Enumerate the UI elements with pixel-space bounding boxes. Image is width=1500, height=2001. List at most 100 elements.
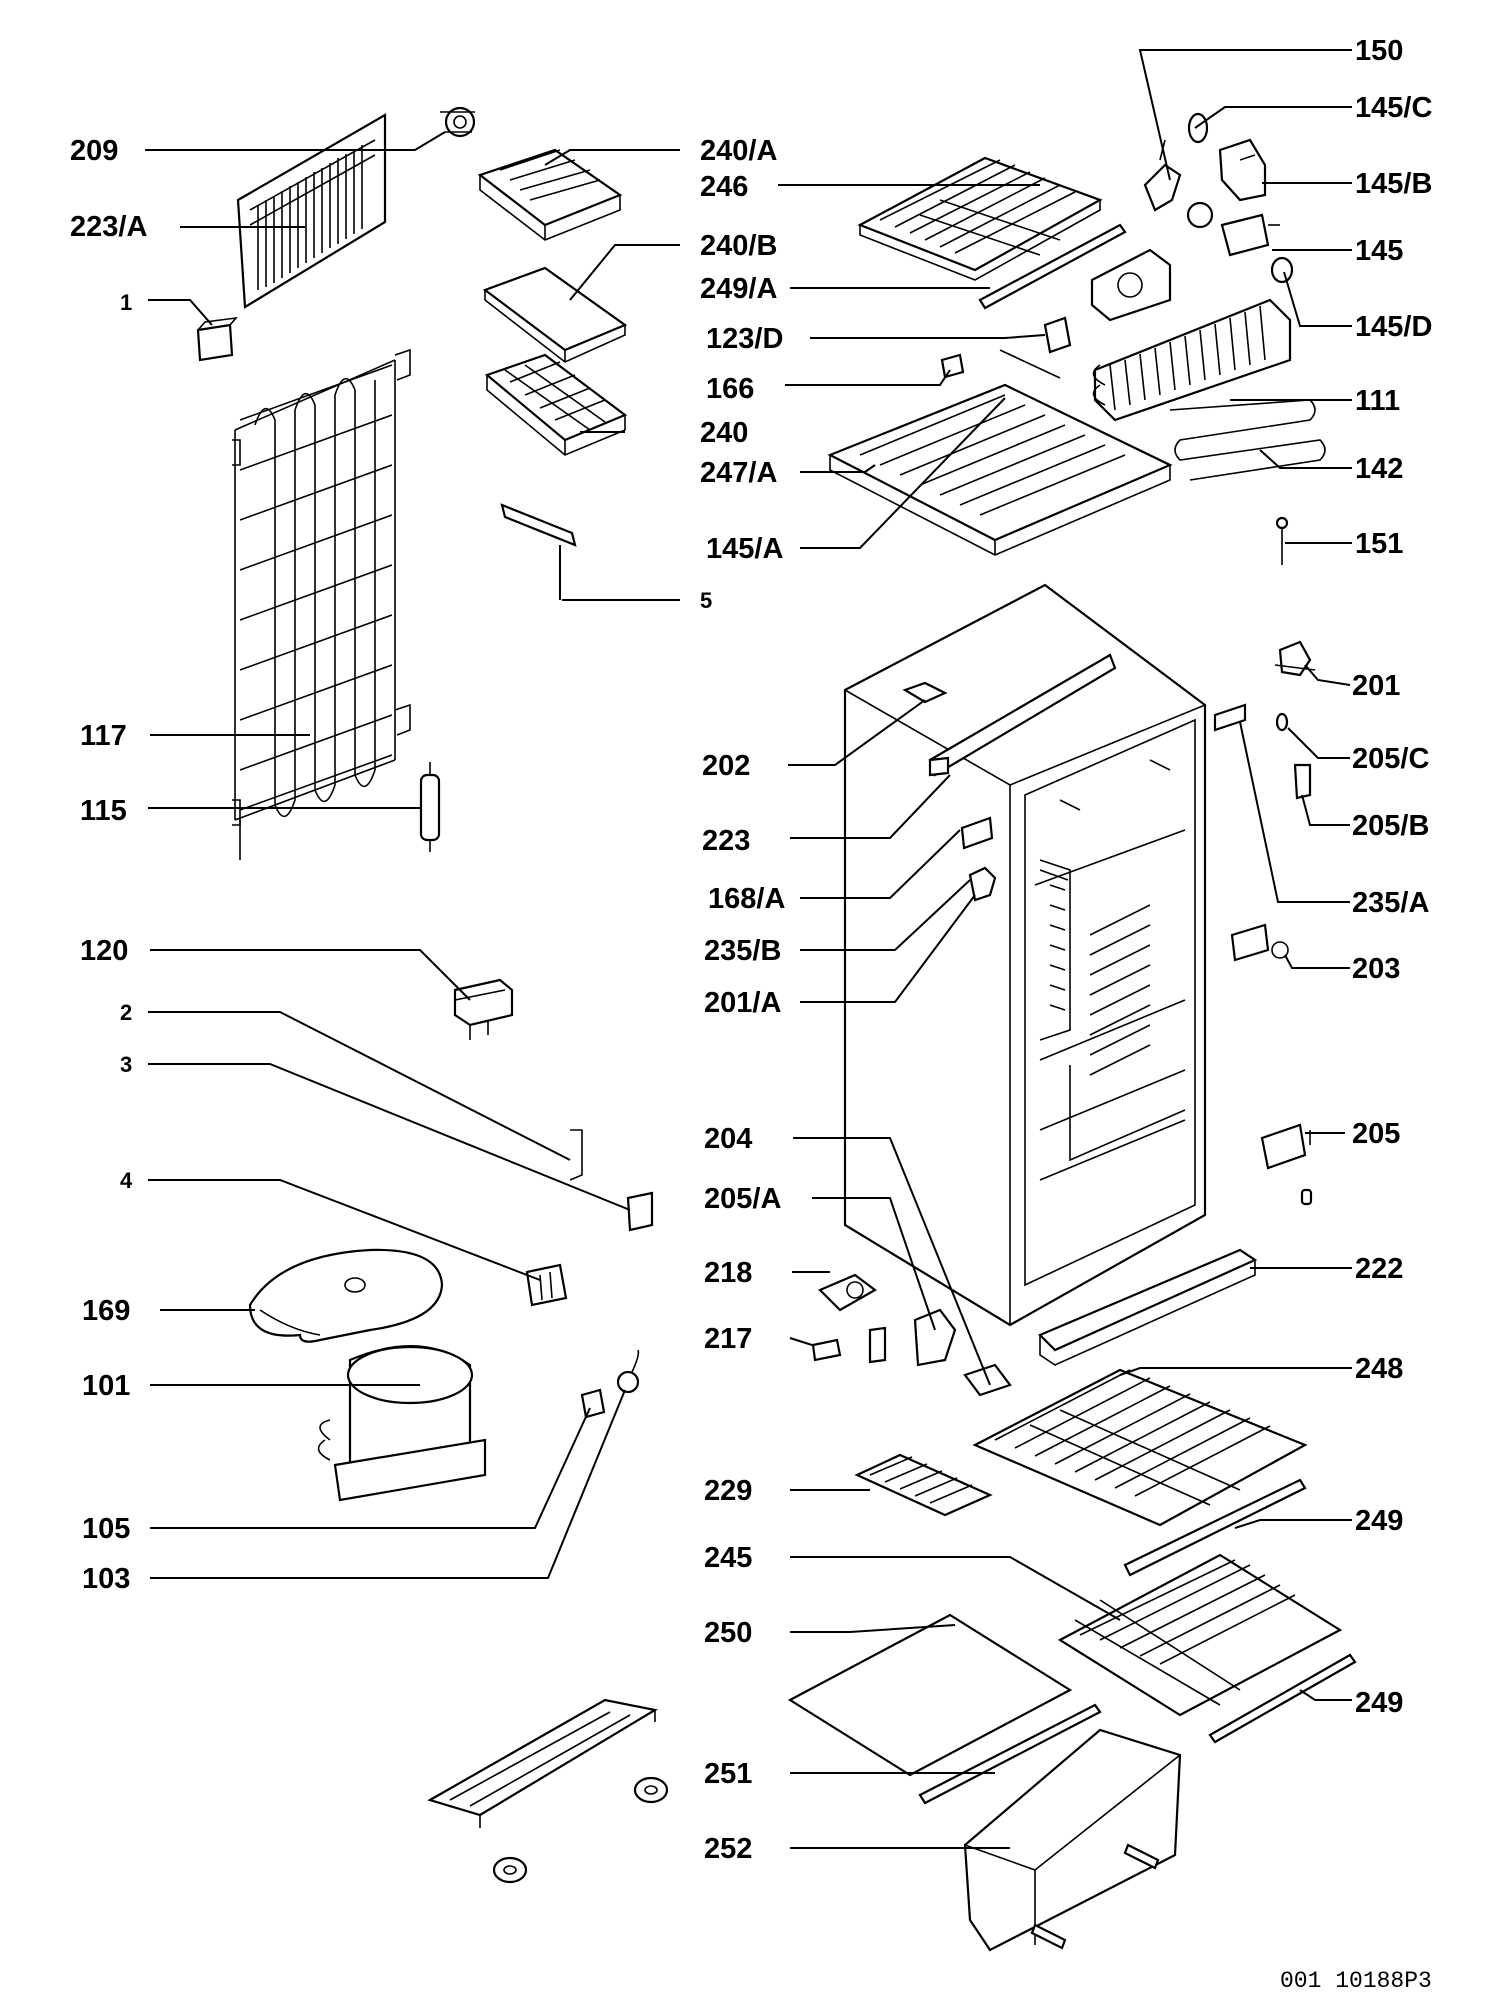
label-223a: 223/A <box>70 211 147 243</box>
part-connector <box>525 1263 568 1307</box>
part-foot-1 <box>633 1776 669 1804</box>
label-205: 205 <box>1352 1118 1400 1150</box>
label-145b: 145/B <box>1355 168 1432 200</box>
part-bushing <box>1293 763 1312 800</box>
label-217: 217 <box>704 1323 752 1355</box>
label-249-lower: 249 <box>1355 1687 1403 1719</box>
label-117: 117 <box>80 720 127 752</box>
label-145a: 145/A <box>706 533 783 565</box>
part-base-frame <box>427 1698 659 1828</box>
part-cabinet <box>843 583 1207 1327</box>
part-knob <box>1270 256 1294 284</box>
label-204: 204 <box>704 1123 752 1155</box>
part-hinge-pin <box>1275 712 1289 732</box>
part-shelf-trim-b <box>1208 1653 1357 1744</box>
part-lamp-holder <box>440 106 476 138</box>
part-thermostat <box>1220 213 1280 257</box>
label-240a: 240/A <box>700 135 777 167</box>
label-142: 142 <box>1355 453 1403 485</box>
label-251: 251 <box>704 1758 752 1790</box>
label-201a: 201/A <box>704 987 781 1019</box>
label-150: 150 <box>1355 35 1403 67</box>
part-evaporator <box>1092 298 1292 422</box>
part-sensor-block <box>999 316 1072 379</box>
part-relay <box>453 978 514 1040</box>
part-leveling-bracket <box>818 1273 877 1312</box>
part-compressor <box>317 1345 487 1502</box>
part-bottom-trim <box>1038 1248 1258 1366</box>
part-wire-shelf <box>1057 1553 1343 1717</box>
label-123d: 123/D <box>706 323 783 355</box>
label-105: 105 <box>82 1513 130 1545</box>
label-240b: 240/B <box>700 230 777 262</box>
part-ice-tray <box>484 353 628 456</box>
label-235a: 235/A <box>1352 887 1429 919</box>
label-115: 115 <box>80 795 127 827</box>
part-hinge-lower <box>913 1308 957 1367</box>
label-245: 245 <box>704 1542 752 1574</box>
label-222: 222 <box>1355 1253 1403 1285</box>
part-plate-small <box>1213 703 1247 732</box>
part-control-plate <box>960 816 994 850</box>
label-2: 2 <box>120 1000 132 1025</box>
part-compressor-cover <box>248 1248 444 1343</box>
part-small-block <box>196 316 238 362</box>
part-foot-2 <box>492 1856 528 1884</box>
part-terminal-block <box>626 1191 654 1232</box>
label-223: 223 <box>702 825 750 857</box>
part-clip <box>1187 112 1209 144</box>
part-condenser <box>232 348 411 860</box>
part-crisper-glass <box>787 1613 1073 1777</box>
part-egg-tray <box>477 148 623 241</box>
label-4: 4 <box>120 1168 133 1193</box>
label-151: 151 <box>1355 528 1403 560</box>
part-adjustable-foot <box>811 1326 887 1364</box>
label-145d: 145/D <box>1355 311 1432 343</box>
part-small-plug <box>940 353 965 379</box>
label-145: 145 <box>1355 235 1403 267</box>
label-229: 229 <box>704 1475 752 1507</box>
part-gear <box>1186 201 1214 229</box>
label-205a: 205/A <box>704 1183 781 1215</box>
part-middle-hinge <box>1230 923 1289 962</box>
part-slider-a <box>1123 1843 1160 1870</box>
leader-lines <box>145 49 1352 1849</box>
label-1: 1 <box>120 290 132 315</box>
label-201: 201 <box>1352 670 1400 702</box>
label-203: 203 <box>1352 953 1400 985</box>
label-168a: 168/A <box>708 883 785 915</box>
label-120: 120 <box>80 935 128 967</box>
label-249: 249 <box>1355 1505 1403 1537</box>
label-247a: 247/A <box>700 457 777 489</box>
label-202: 202 <box>702 750 750 782</box>
part-back-panel <box>236 113 387 309</box>
label-169: 169 <box>82 1295 130 1327</box>
part-probe <box>1275 516 1289 565</box>
label-249a: 249/A <box>700 273 777 305</box>
label-235b: 235/B <box>704 935 781 967</box>
part-grille <box>854 1453 993 1517</box>
drawing-code: 001 10188P3 <box>1280 1968 1432 1994</box>
label-145c: 145/C <box>1355 92 1432 124</box>
label-248: 248 <box>1355 1353 1403 1385</box>
part-fan <box>1143 139 1182 212</box>
part-strip <box>500 503 577 547</box>
label-101: 101 <box>82 1370 130 1402</box>
part-bottom-hinge <box>1260 1123 1313 1206</box>
part-glass-shelf-upper <box>972 1368 1308 1527</box>
part-freezer-floor <box>827 383 1173 556</box>
part-defrost-heater <box>1169 399 1326 481</box>
part-hinge-cover <box>902 681 948 704</box>
label-103: 103 <box>82 1563 130 1595</box>
part-filter-drier <box>419 762 441 852</box>
part-shelf-trim-a <box>1123 1478 1307 1577</box>
part-thermostat-bracket <box>1218 138 1267 202</box>
part-labels: 209 223/A 1 117 115 120 2 3 4 169 101 10… <box>70 35 1432 1994</box>
part-slider-b <box>1030 1923 1067 1950</box>
label-111: 111 <box>1355 385 1400 417</box>
label-240: 240 <box>700 417 748 449</box>
part-glass-trim <box>918 1703 1102 1805</box>
part-overload-protector <box>616 1349 640 1394</box>
label-3: 3 <box>120 1052 132 1077</box>
